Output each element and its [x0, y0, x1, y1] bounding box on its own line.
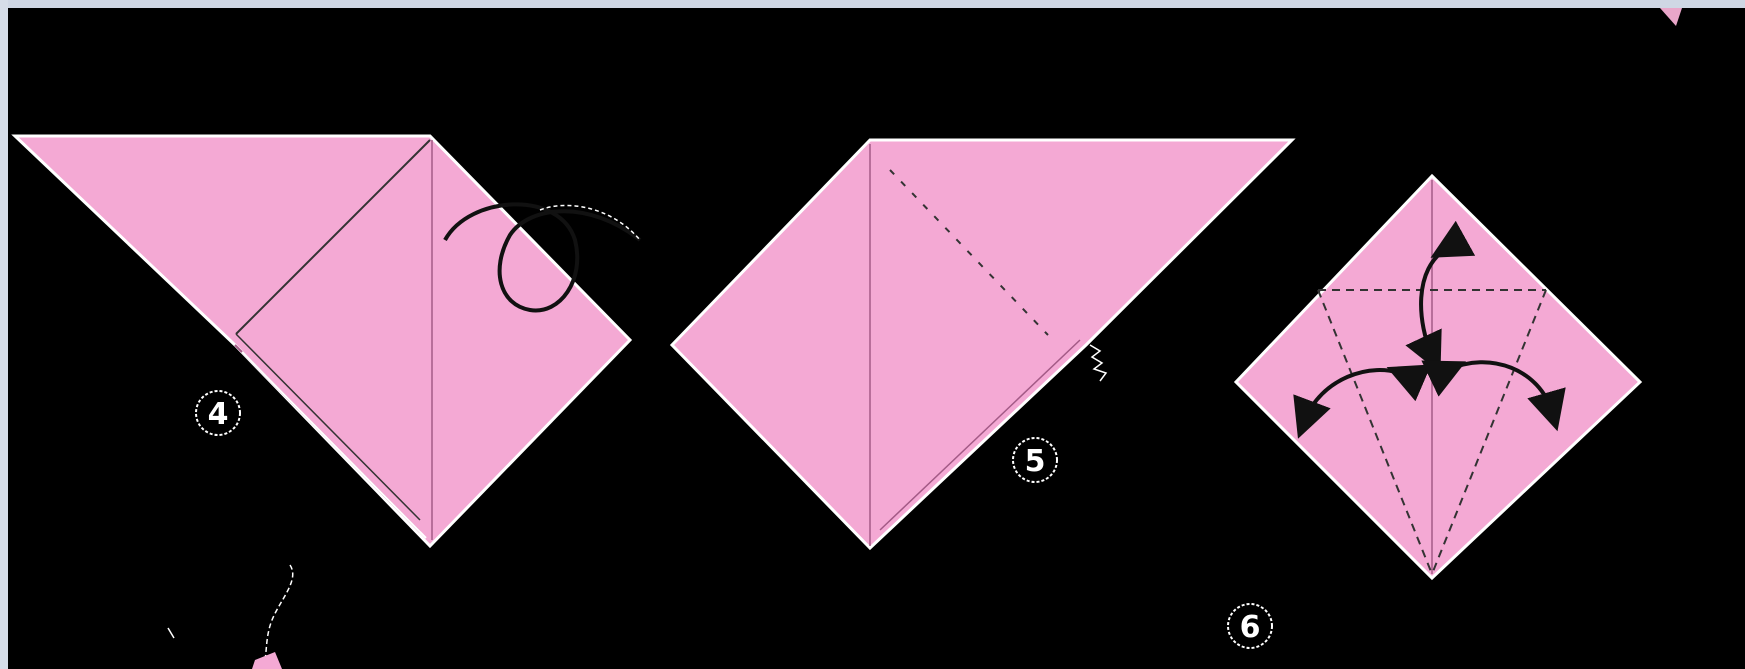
partial-next-step-sketch [168, 565, 293, 669]
step-6-number: 6 [1240, 610, 1261, 645]
step-4-paper [15, 136, 630, 546]
step-5-fold-marker-icon [1090, 345, 1106, 381]
step-4-number-badge: 4 [196, 391, 240, 435]
step-6-paper [1236, 176, 1640, 578]
step-5-paper [672, 140, 1292, 548]
step-4-number: 4 [208, 397, 229, 432]
step-6-number-badge: 6 [1228, 604, 1272, 648]
step-5-figure: 5 [672, 140, 1292, 548]
partial-paper-corner [1660, 8, 1682, 26]
step-4-figure: 4 [15, 136, 640, 546]
step-5-number: 5 [1025, 444, 1046, 479]
step-5-number-badge: 5 [1013, 438, 1057, 482]
step-6-figure: 6 [1228, 176, 1640, 648]
